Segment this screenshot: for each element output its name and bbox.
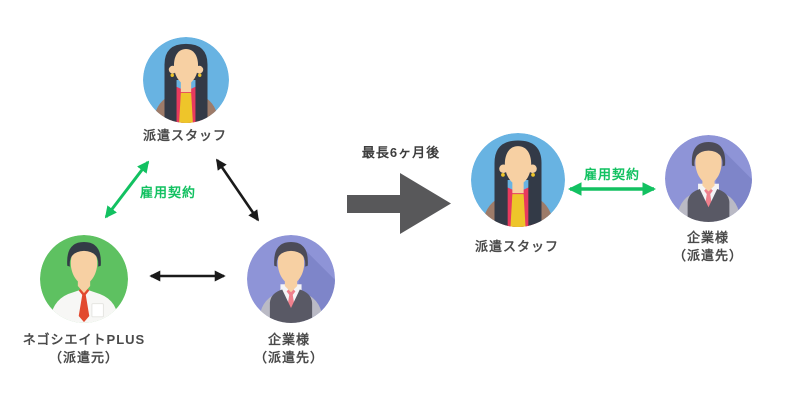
- agency-avatar: [40, 235, 128, 323]
- woman-avatar-icon: [143, 37, 229, 123]
- employment-contract-label-after: 雇用契約: [583, 167, 641, 182]
- transition-arrow: [347, 173, 451, 234]
- client-company-label-after-line2: （派遣先）: [672, 248, 744, 263]
- client-company-label-before: 企業様 （派遣先）: [254, 331, 324, 367]
- client-company-avatar-after: [665, 135, 752, 222]
- businessman-vest-avatar-icon: [247, 235, 335, 323]
- client-company-label-before-line1: 企業様: [267, 332, 311, 347]
- businessman-vest-avatar-icon: [665, 135, 752, 222]
- client-company-label-after-line1: 企業様: [686, 230, 730, 245]
- agency-label: ネゴシエイトPLUS （派遣元）: [23, 331, 145, 367]
- woman-avatar-icon: [471, 133, 565, 227]
- dispatch-staff-avatar-after: [471, 133, 565, 227]
- dispatch-staff-label-after: 派遣スタッフ: [474, 239, 560, 254]
- transition-label: 最長6ヶ月後: [361, 145, 441, 160]
- businessman-red-tie-avatar-icon: [40, 235, 128, 323]
- agency-label-line2: （派遣元）: [48, 350, 120, 365]
- employment-contract-label-before: 雇用契約: [139, 185, 197, 200]
- dispatch-staff-avatar-before: [143, 37, 229, 123]
- agency-label-line1: ネゴシエイトPLUS: [22, 332, 146, 347]
- dispatch-staff-label-before: 派遣スタッフ: [142, 128, 228, 143]
- client-company-label-after: 企業様 （派遣先）: [673, 229, 743, 265]
- client-company-avatar-before: [247, 235, 335, 323]
- employment-contract-arrow-before: [104, 160, 150, 219]
- client-company-label-before-line2: （派遣先）: [253, 350, 325, 365]
- staff-company-relation-arrow: [215, 158, 260, 222]
